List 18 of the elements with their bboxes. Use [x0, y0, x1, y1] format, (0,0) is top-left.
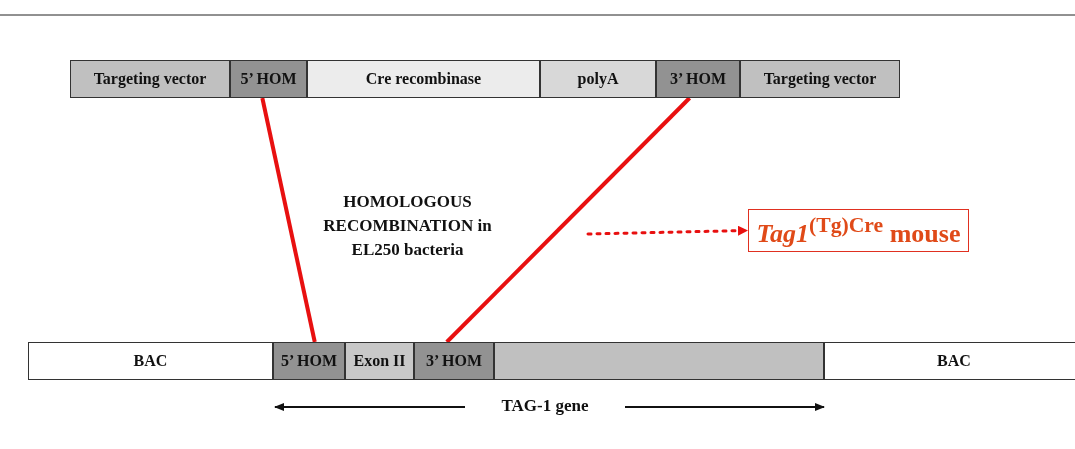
homology-arm: 5’ HOM: [230, 60, 307, 98]
vector-segment: Targeting vector: [70, 60, 230, 98]
dotted-arrow: [586, 225, 749, 236]
homology-arm: 5’ HOM: [273, 342, 345, 380]
connector-line: [260, 97, 317, 343]
polya-segment: polyA: [540, 60, 656, 98]
gene-segment: Cre recombinase: [307, 60, 540, 98]
homology-arm: 3’ HOM: [656, 60, 740, 98]
exon-segment: Exon II: [345, 342, 414, 380]
bac-segment: BAC: [824, 342, 1075, 380]
gene-segment: [494, 342, 824, 380]
note-text: HOMOLOGOUS RECOMBINATION in EL250 bacteria: [322, 191, 493, 261]
bac-segment: BAC: [28, 342, 273, 380]
gene-label: TAG-1 gene: [500, 396, 590, 416]
connector-line: [445, 96, 691, 344]
result-box: Tag1$^{(Tg)Cre}$ mouse: [748, 209, 969, 252]
homology-arm: 3’ HOM: [414, 342, 494, 380]
vector-segment: Targeting vector: [740, 60, 900, 98]
